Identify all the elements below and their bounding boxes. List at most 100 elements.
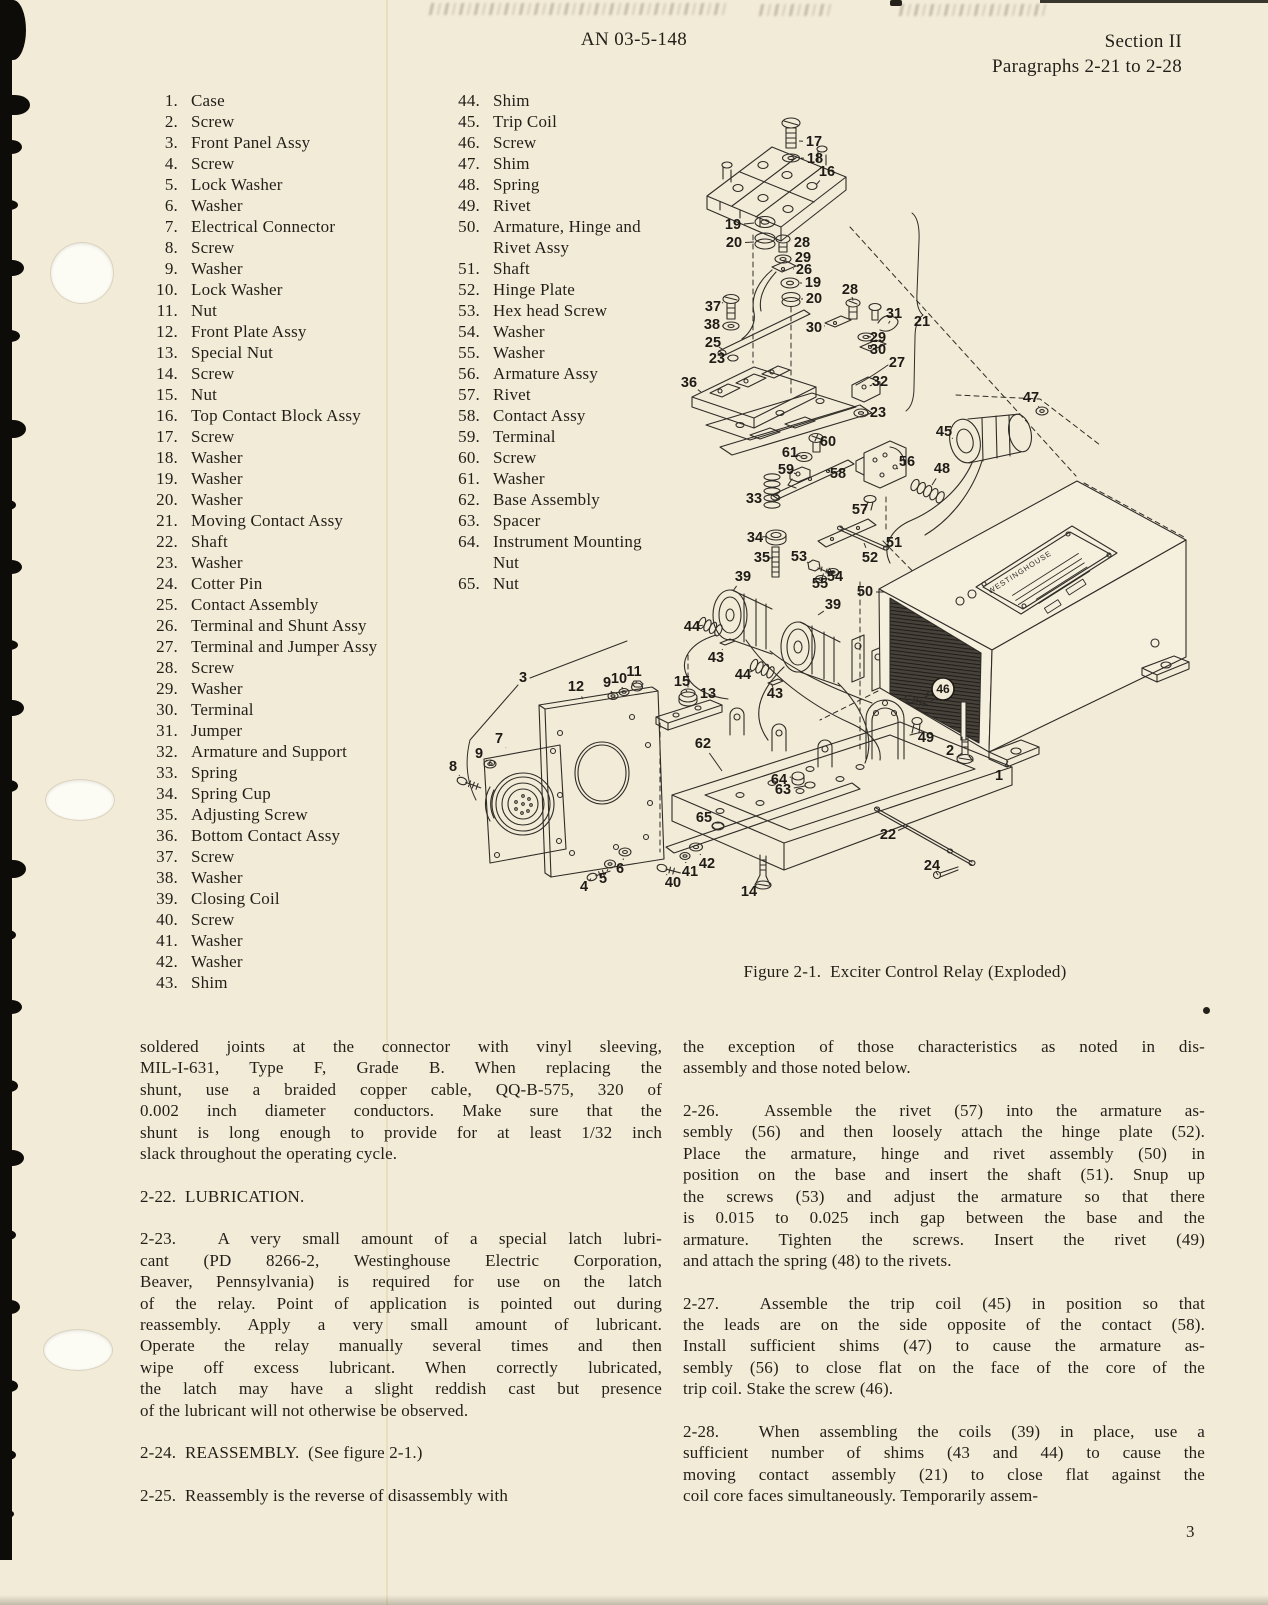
- text-line: shunt, use a braided copper cable, QQ-B-…: [140, 1079, 662, 1099]
- callout-leader: [924, 693, 934, 698]
- callout-number: 37: [705, 299, 721, 315]
- paragraph: 2-26. Assemble the rivet (57) into the a…: [683, 1100, 1205, 1272]
- binding-tear: [0, 1230, 16, 1240]
- callout-leader: [817, 437, 824, 441]
- callout-leader: [485, 759, 488, 762]
- binding-tear: [0, 640, 18, 650]
- callout-leader: [951, 437, 954, 440]
- parts-list-item: 27.Terminal and Jumper Assy: [156, 637, 378, 656]
- callout-leader: [817, 610, 825, 616]
- parts-list-item: Nut: [493, 553, 520, 572]
- text-line: the leads are on the side opposite of th…: [683, 1314, 1205, 1334]
- parts-list-item: 64.Instrument Mounting: [458, 532, 642, 551]
- callout-number: 31: [886, 306, 902, 322]
- parts-list-item: 57.Rivet: [458, 385, 531, 404]
- callout-number: 40: [665, 875, 681, 891]
- parts-list-item: 19.Washer: [156, 469, 243, 488]
- text-line: sembly (56) to close flat on the face of…: [683, 1357, 1205, 1377]
- parts-list-item: 34.Spring Cup: [156, 784, 271, 803]
- callout-leader: [957, 754, 961, 757]
- spring-48: [910, 478, 945, 504]
- contact-terminal-parts: [770, 432, 855, 501]
- callout-number: 16: [819, 164, 835, 180]
- relay-case: [878, 480, 1190, 768]
- closing-coil-a: [683, 589, 881, 761]
- callout-leader: [749, 670, 754, 673]
- callout-leader: [699, 853, 702, 856]
- paragraph: 2-25. Reassembly is the reverse of disas…: [140, 1485, 662, 1506]
- parts-list-item: 31.Jumper: [156, 721, 243, 740]
- callout-number: 36: [681, 375, 697, 391]
- callout-leader: [606, 868, 609, 872]
- text-line: the screws (53) and adjust the armature …: [683, 1186, 1205, 1206]
- callout-leader: [697, 389, 702, 393]
- parts-list-item: 40.Screw: [156, 910, 235, 929]
- callout-number: 23: [709, 351, 725, 367]
- text-line: coil core faces simultaneously. Temporar…: [683, 1486, 1039, 1506]
- callout-leader: [793, 785, 806, 789]
- callout-number: 9: [603, 675, 611, 691]
- text-line: moving contact assembly (21) to close fl…: [683, 1464, 1205, 1484]
- text-line: 2-23. A very small amount of a special l…: [140, 1229, 662, 1249]
- callout-number: 6: [616, 861, 624, 877]
- binding-tear: [0, 330, 20, 342]
- callout-number: 35: [754, 550, 770, 566]
- callout-number: 19: [805, 275, 821, 291]
- binding-tear: [0, 1380, 18, 1392]
- parts-list-item: 55.Washer: [458, 343, 545, 362]
- callout-number: 7: [495, 731, 503, 747]
- callout-leader: [918, 728, 921, 731]
- binding-tear: [0, 860, 26, 878]
- parts-list-item: 20.Washer: [156, 490, 243, 509]
- base-screws: [656, 842, 772, 890]
- text-line: position on the base and insert the shaf…: [683, 1165, 1205, 1185]
- callout-leader: [793, 472, 797, 475]
- closing-coil-b: [758, 621, 870, 764]
- parts-list-item: 7.Electrical Connector: [164, 217, 336, 236]
- text-line: 2-25. Reassembly is the reverse of disas…: [140, 1485, 509, 1505]
- body-right-column: the exception of those characteristics a…: [683, 1036, 1205, 1528]
- ink-speck: [890, 0, 902, 6]
- callout-leader: [458, 774, 460, 777]
- callout-number: 25: [705, 335, 721, 351]
- front-panel: [538, 686, 665, 878]
- special-nut-13: [655, 699, 723, 731]
- parts-list-item: 62.Base Assembly: [458, 490, 600, 509]
- callout-number: 39: [735, 569, 751, 585]
- parts-list-item: 23.Washer: [156, 553, 243, 572]
- parts-list-item: 2.Screw: [164, 112, 235, 131]
- text-line: and attach the spring (48) to the rivets…: [683, 1251, 952, 1271]
- parts-list-item: 42.Washer: [156, 952, 243, 971]
- callout-number: 28: [794, 235, 810, 251]
- binding-tear: [0, 1080, 18, 1092]
- screw-37: [722, 293, 740, 320]
- callout-leader: [896, 467, 899, 470]
- parts-list-item: 35.Adjusting Screw: [156, 805, 308, 824]
- text-line: reassembly. Apply a very small amount of…: [140, 1314, 662, 1334]
- callout-number: 58: [830, 466, 846, 482]
- binding-tear: [0, 420, 26, 438]
- binding-tear: [0, 95, 30, 115]
- washer-18: [781, 153, 801, 163]
- callout-number: 64: [771, 772, 787, 788]
- section-title: Section II: [1104, 31, 1182, 52]
- callout-number: 44: [735, 667, 751, 683]
- callout-leader: [732, 585, 738, 592]
- parts-list-item: 21.Moving Contact Assy: [156, 511, 344, 530]
- callout-number: 19: [725, 217, 741, 233]
- callout-number: 55: [812, 576, 828, 592]
- callout-number: 29: [870, 330, 886, 346]
- callout-number: 27: [889, 355, 905, 371]
- body-left-column: soldered joints at the connector with vi…: [140, 1036, 662, 1527]
- parts-list-item: 65.Nut: [458, 574, 520, 593]
- washer-stack-19-20: [754, 215, 776, 250]
- parts-list-item: 43.Shim: [156, 973, 228, 992]
- parts-list-item: 6.Washer: [164, 196, 243, 215]
- callout-number: 60: [820, 434, 836, 450]
- callout-number: 53: [791, 549, 807, 565]
- parts-list-item: 56.Armature Assy: [458, 364, 599, 383]
- parts-list-item: 63.Spacer: [458, 511, 541, 530]
- text-line: is 0.015 to 0.025 inch gap between the b…: [683, 1208, 1205, 1228]
